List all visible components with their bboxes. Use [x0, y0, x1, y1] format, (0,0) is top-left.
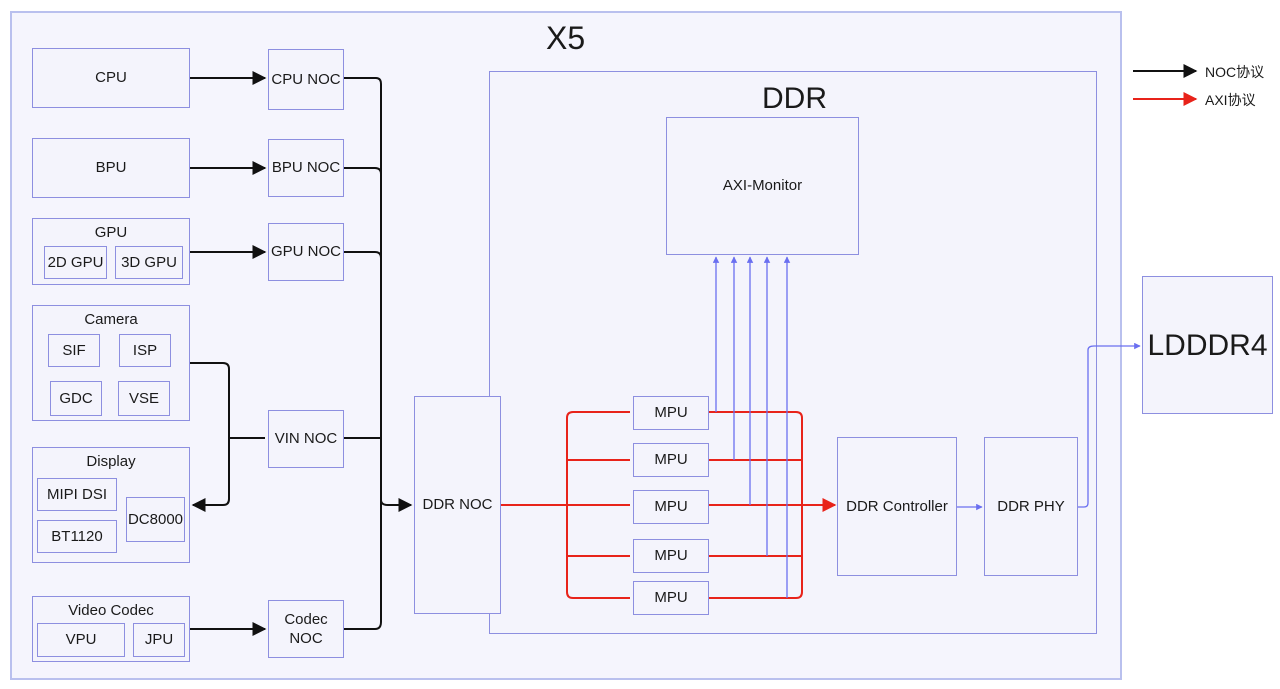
gpu-3d-block: 3D GPU: [115, 246, 183, 279]
legend-axi-label: AXI协议: [1205, 92, 1256, 108]
mpu-block-1: MPU: [633, 396, 709, 430]
dc8000-block: DC8000: [126, 497, 185, 542]
cpu-block: CPU: [32, 48, 190, 108]
mipi-dsi-block: MIPI DSI: [37, 478, 117, 511]
vin-noc-block: VIN NOC: [268, 410, 344, 468]
mpu-fanout: [566, 411, 630, 599]
mpu-block-4: MPU: [633, 539, 709, 573]
bt1120-block: BT1120: [37, 520, 117, 553]
legend-noc-label: NOC协议: [1205, 64, 1265, 80]
mpu-block-3: MPU: [633, 490, 709, 524]
internal-lines: [712, 256, 1141, 598]
video-codec-title: Video Codec: [68, 602, 154, 619]
mpu-block-2: MPU: [633, 443, 709, 477]
legend: [1133, 64, 1198, 106]
cpu-label: CPU: [95, 69, 127, 87]
sif-block: SIF: [48, 334, 100, 367]
noc-protocol-lines: [190, 71, 411, 636]
display-title: Display: [86, 453, 136, 470]
jpu-block: JPU: [133, 623, 185, 657]
noc-trunk-to-ddr-noc: [344, 77, 411, 630]
vse-block: VSE: [118, 381, 170, 416]
ddr-controller-block: DDR Controller: [837, 437, 957, 576]
gpu-noc-block: GPU NOC: [268, 223, 344, 281]
cpu-noc-block: CPU NOC: [268, 49, 344, 110]
bpu-noc-block: BPU NOC: [268, 139, 344, 197]
bpu-block: BPU: [32, 138, 190, 198]
ddr-title: DDR: [762, 82, 827, 115]
lpddr4-block: LDDDR4: [1142, 276, 1273, 414]
gdc-block: GDC: [50, 381, 102, 416]
phy-to-lpddr4: [1078, 342, 1141, 508]
axi-protocol-lines: [501, 411, 837, 599]
codec-noc-block: Codec NOC: [268, 600, 344, 658]
mpu-outputs: [709, 411, 803, 599]
bpu-label: BPU: [95, 159, 127, 177]
camera-title: Camera: [84, 311, 138, 328]
vpu-block: VPU: [37, 623, 125, 657]
camera-vin-display-link: [190, 362, 265, 505]
mpu-block-5: MPU: [633, 581, 709, 615]
gpu-2d-block: 2D GPU: [44, 246, 107, 279]
isp-block: ISP: [119, 334, 171, 367]
x5-title: X5: [546, 20, 586, 56]
gpu-title: GPU: [94, 224, 128, 241]
ddr-phy-block: DDR PHY: [984, 437, 1078, 576]
axi-monitor-block: AXI-Monitor: [666, 117, 859, 255]
